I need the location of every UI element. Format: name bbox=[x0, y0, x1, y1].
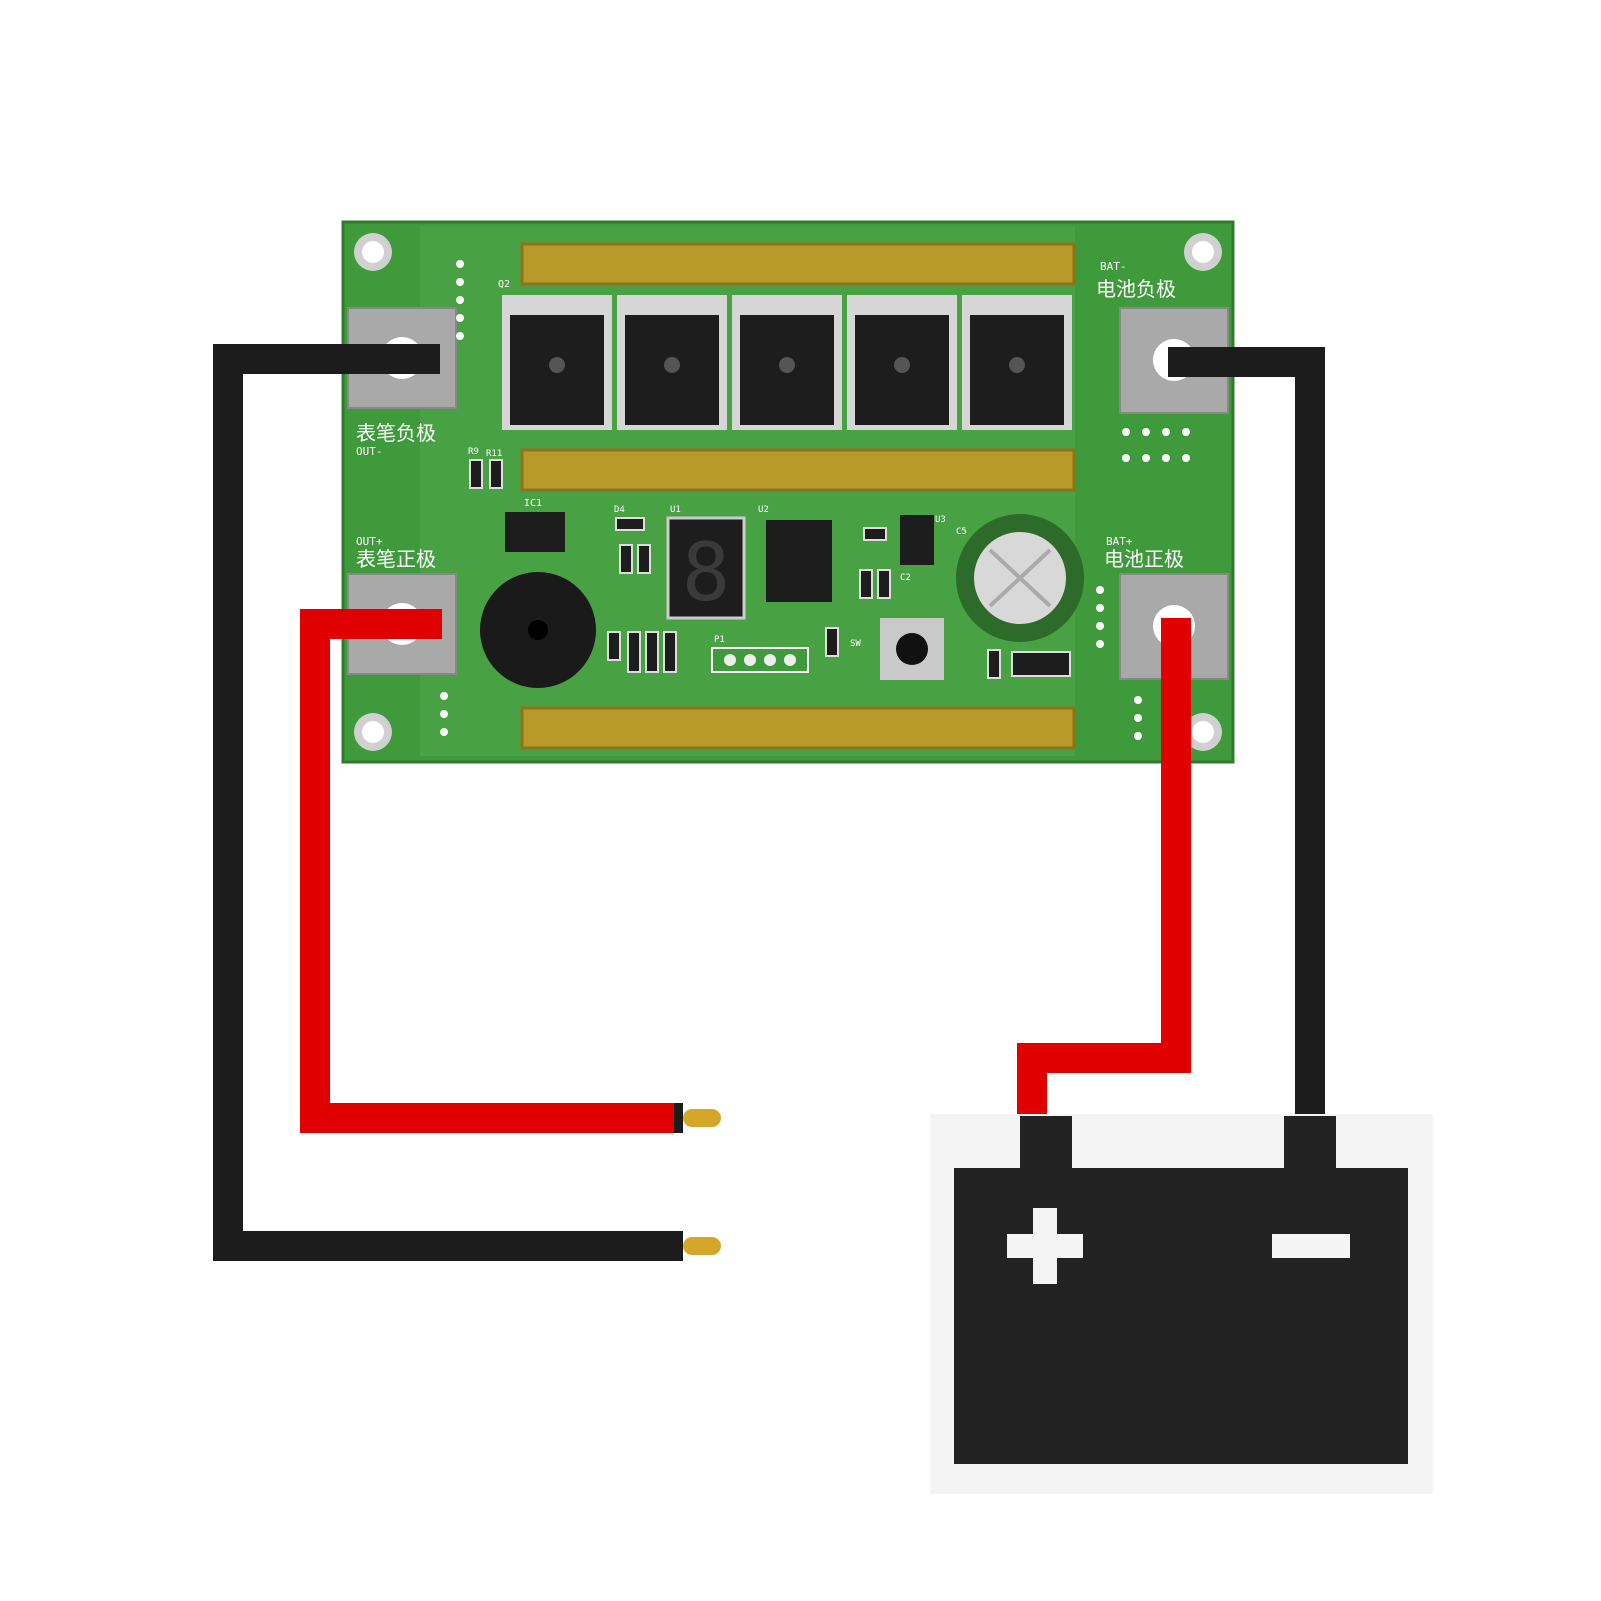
probe-tip-icon bbox=[674, 1231, 721, 1261]
mounting-hole bbox=[1184, 233, 1222, 271]
busbar-middle bbox=[520, 448, 1076, 492]
label-out-pos-cn: 表笔正极 bbox=[356, 547, 436, 571]
mosfet bbox=[847, 295, 957, 430]
busbar-bottom bbox=[520, 706, 1076, 750]
red-wire-out-pos bbox=[300, 609, 676, 1133]
mosfet bbox=[617, 295, 727, 430]
ref-c5: C5 bbox=[956, 527, 967, 537]
ref-q2: Q2 bbox=[498, 279, 510, 290]
seven-segment-display-icon: 8 bbox=[666, 516, 746, 620]
label-out-neg-cn: 表笔负极 bbox=[356, 421, 436, 445]
probe-tip-icon bbox=[674, 1103, 721, 1133]
mounting-hole bbox=[354, 713, 392, 751]
smd-components bbox=[469, 459, 1071, 679]
mosfet bbox=[502, 295, 612, 430]
ref-d4: D4 bbox=[614, 505, 625, 515]
ref-r9: R9 bbox=[468, 447, 479, 457]
ref-ic1: IC1 bbox=[524, 498, 542, 509]
battery-icon bbox=[930, 1114, 1433, 1494]
mosfet-array bbox=[502, 295, 1072, 430]
pcb-board: 8 表笔负极 OUT- OUT+ 表笔正极 BAT- 电池负极 BAT+ 电池正… bbox=[341, 220, 1235, 764]
wires bbox=[213, 344, 1325, 1261]
via-dots bbox=[440, 260, 1190, 740]
label-bat-pos-cn: 电池正极 bbox=[1104, 547, 1184, 571]
label-bat-neg-en: BAT- bbox=[1100, 260, 1127, 273]
mosfet bbox=[732, 295, 842, 430]
ref-c2: C2 bbox=[900, 573, 911, 583]
red-wire-bat-pos bbox=[1017, 618, 1191, 1122]
label-out-pos-en: OUT+ bbox=[356, 535, 383, 548]
mosfet bbox=[962, 295, 1072, 430]
battery-positive-symbol bbox=[1007, 1208, 1083, 1284]
busbar-top bbox=[520, 242, 1076, 286]
ref-u1: U1 bbox=[670, 505, 681, 515]
buzzer-icon bbox=[480, 572, 596, 688]
black-wire-bat-neg bbox=[1168, 347, 1325, 1122]
label-bat-neg-cn: 电池负极 bbox=[1096, 277, 1176, 301]
ref-u2: U2 bbox=[758, 505, 769, 515]
mounting-hole bbox=[354, 233, 392, 271]
display-digit: 8 bbox=[682, 526, 730, 619]
mounting-hole bbox=[1184, 713, 1222, 751]
black-wire-out-neg bbox=[213, 344, 676, 1261]
push-button-icon bbox=[880, 618, 944, 680]
battery-negative-symbol bbox=[1272, 1234, 1350, 1258]
label-bat-pos-en: BAT+ bbox=[1106, 535, 1133, 548]
ref-u3: U3 bbox=[935, 515, 946, 525]
ref-r11: R11 bbox=[486, 449, 502, 459]
label-out-neg-en: OUT- bbox=[356, 445, 383, 458]
ref-p1: P1 bbox=[714, 635, 725, 645]
capacitor-icon bbox=[956, 514, 1084, 642]
ref-sw: SW bbox=[850, 639, 861, 649]
